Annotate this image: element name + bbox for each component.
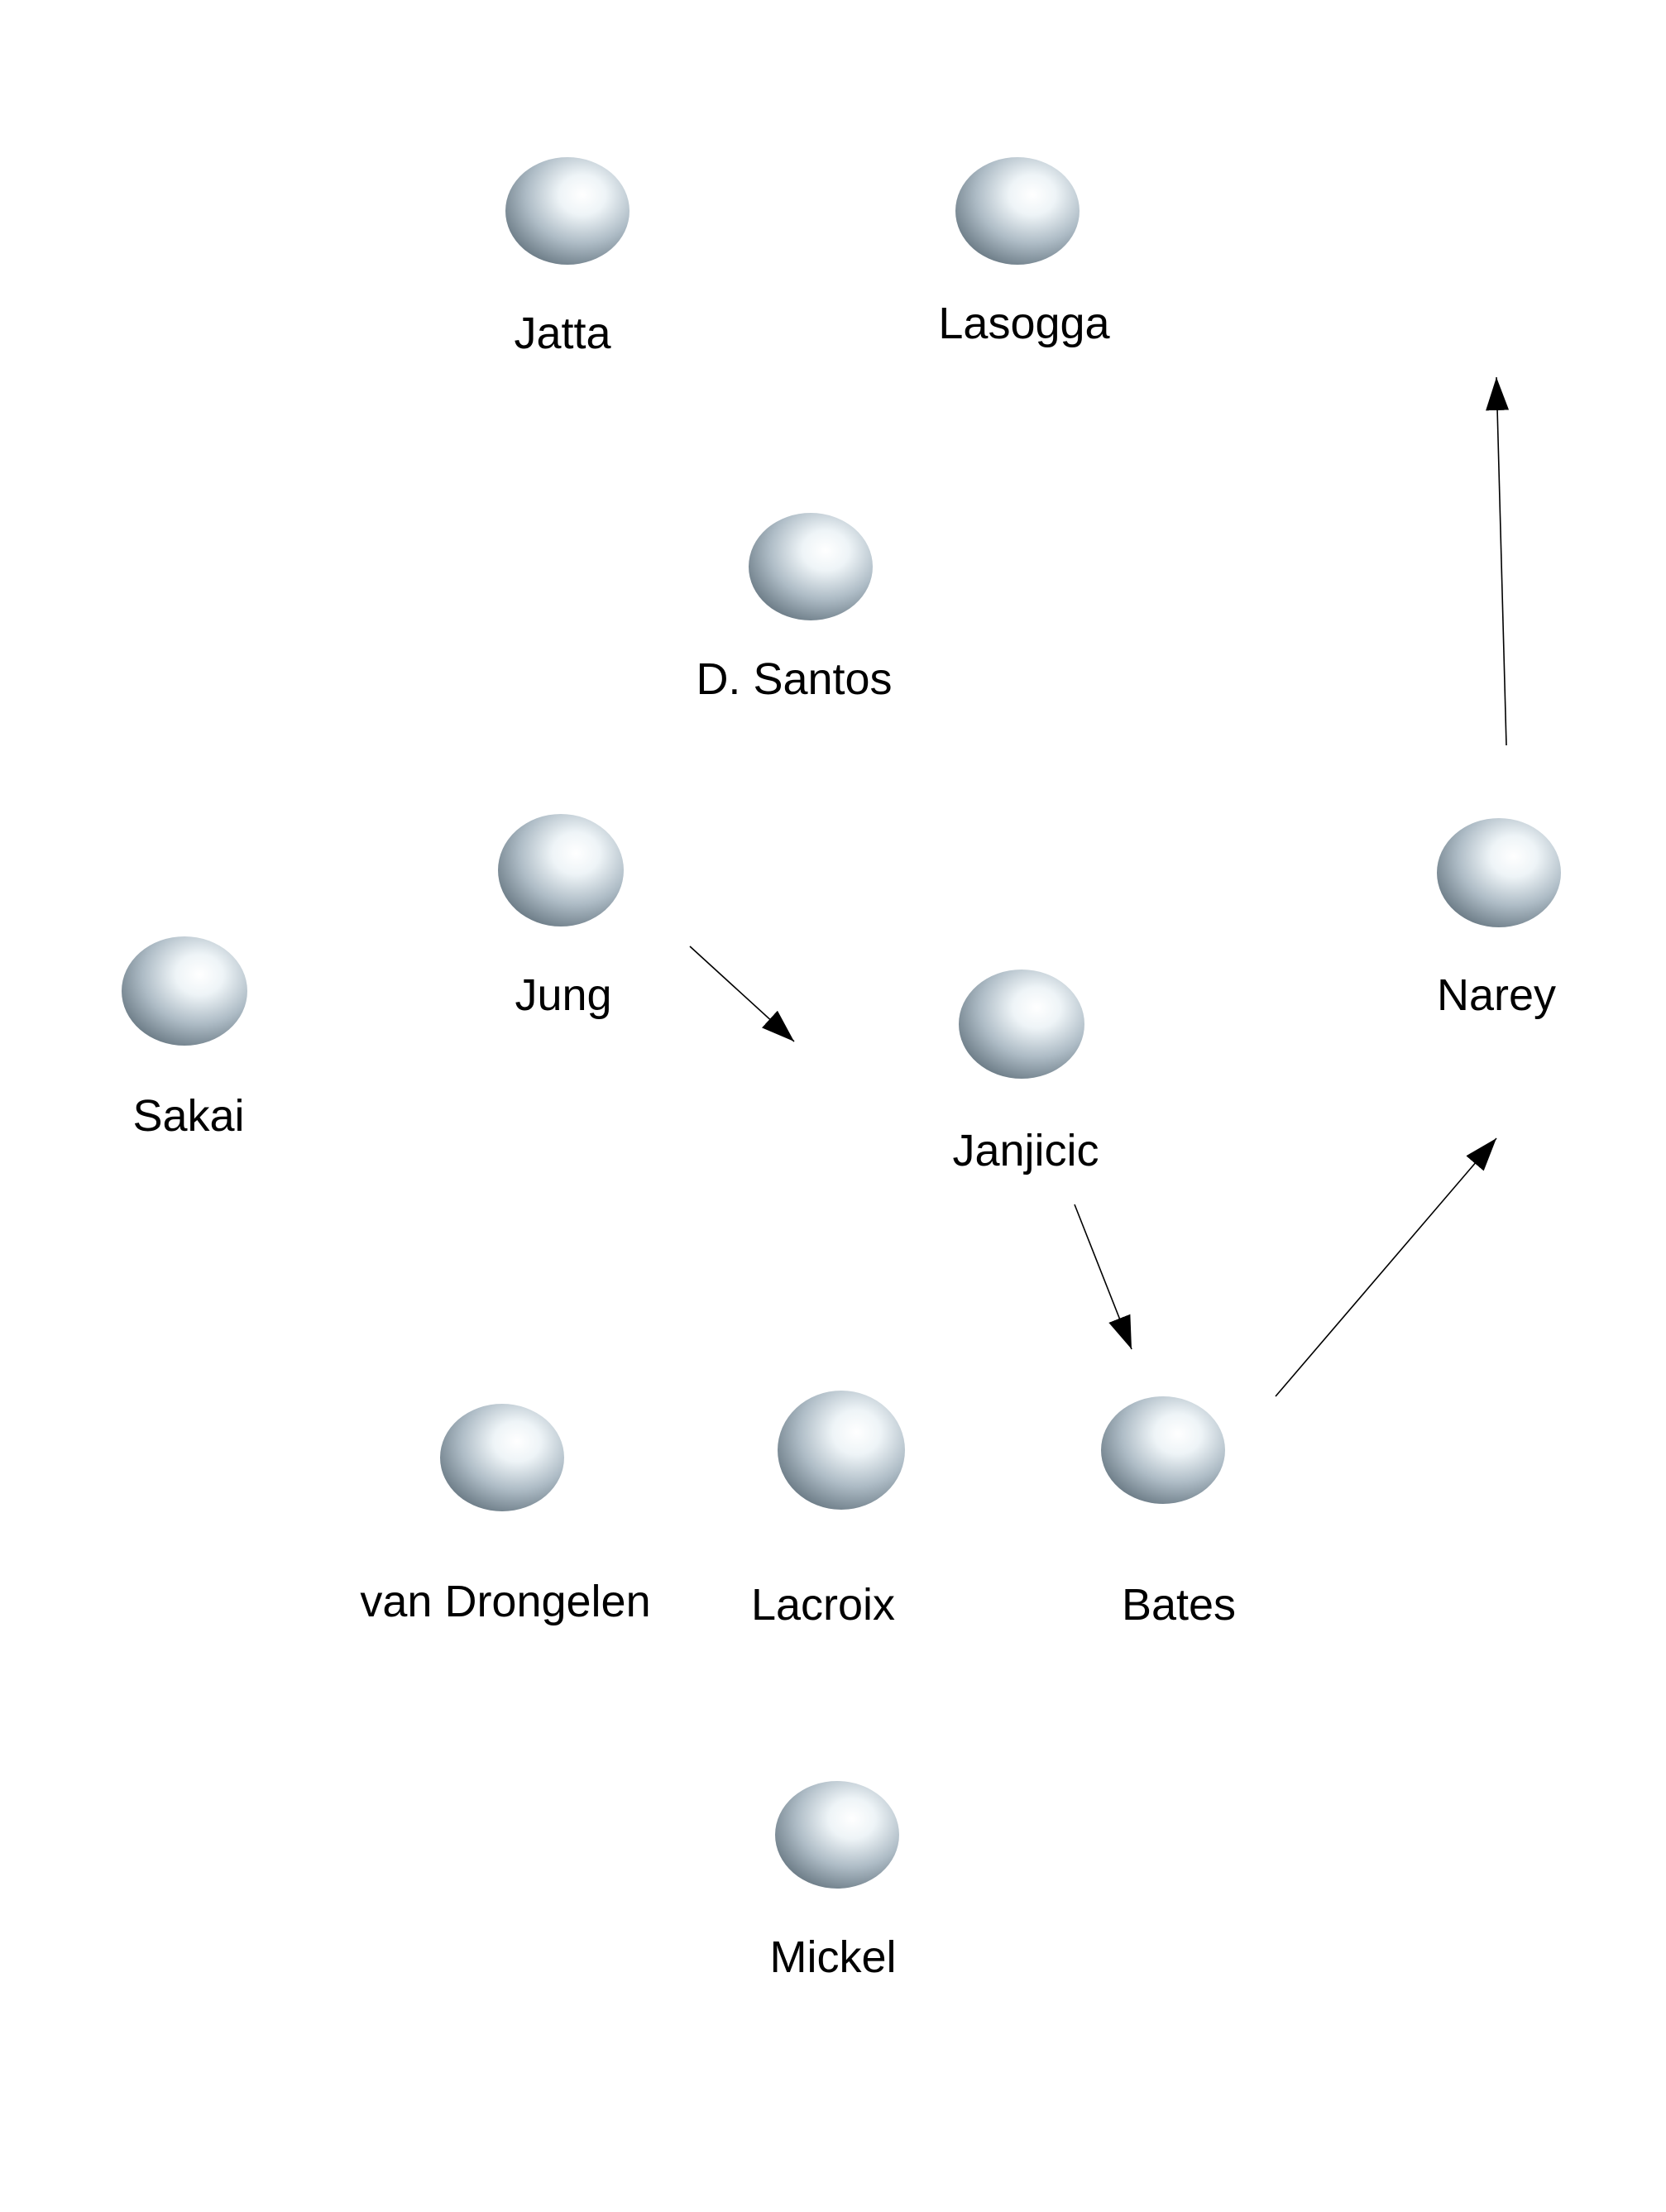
player-label: Jatta [514, 309, 611, 358]
player-sphere [1101, 1396, 1225, 1504]
player-label: Sakai [132, 1091, 244, 1141]
player-sphere [1437, 818, 1561, 927]
player-sphere [498, 814, 624, 926]
player-sakai: Sakai [122, 936, 247, 1141]
player-jung: Jung [498, 814, 624, 1020]
player-narey: Narey [1437, 818, 1561, 1020]
arrow-bates-to-narey [1275, 1137, 1497, 1397]
player-label: D. Santos [696, 654, 892, 704]
player-sphere [959, 970, 1084, 1079]
player-label: Bates [1122, 1580, 1236, 1630]
player-label: van Drongelen [360, 1577, 650, 1626]
player-label: Narey [1437, 970, 1556, 1020]
arrow-narey-forward [1486, 376, 1510, 746]
player-d-santos: D. Santos [696, 513, 893, 704]
player-label: Jung [515, 970, 611, 1020]
player-label: Lacroix [751, 1580, 895, 1630]
player-sphere [505, 157, 630, 265]
player-lacroix: Lacroix [751, 1391, 905, 1630]
player-lasogga: Lasogga [938, 157, 1111, 348]
player-label: Mickel [769, 1932, 896, 1982]
player-label: Lasogga [938, 299, 1110, 348]
player-sphere [440, 1404, 564, 1511]
player-sphere [955, 157, 1080, 265]
player-van-drongelen: van Drongelen [360, 1404, 651, 1626]
player-jatta: Jatta [505, 157, 630, 358]
arrow-janjicic-to-bates [1074, 1204, 1132, 1350]
player-janjicic: Janjicic [952, 970, 1099, 1175]
player-bates: Bates [1101, 1396, 1236, 1630]
player-label: Janjicic [952, 1126, 1099, 1175]
player-sphere [778, 1391, 905, 1510]
arrows [689, 376, 1510, 1397]
player-sphere [122, 936, 247, 1046]
player-sphere [749, 513, 873, 620]
arrow-jung-to-janjicic [689, 946, 795, 1042]
player-sphere [775, 1781, 899, 1889]
player-mickel: Mickel [769, 1781, 899, 1982]
